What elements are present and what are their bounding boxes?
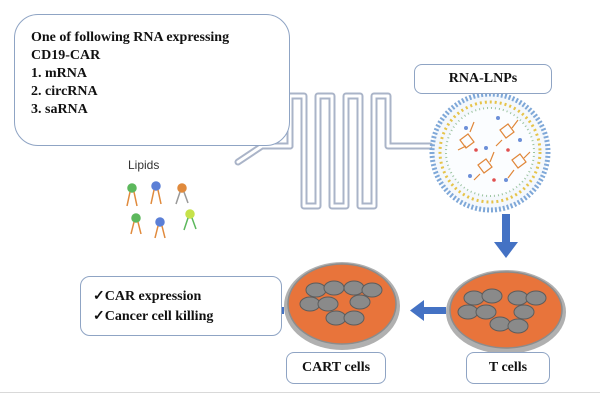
result-line: ✓Cancer cell killing	[93, 309, 214, 324]
arrow-down-icon	[494, 214, 518, 258]
rna-lnps-label: RNA-LNPs	[414, 64, 552, 94]
t-cells-dish-icon	[446, 270, 566, 354]
cart-cells-label: CART cells	[286, 352, 386, 384]
callout-line: 1. mRNA	[31, 66, 87, 81]
callout-line: One of following RNA expressing	[31, 30, 230, 45]
callout-line: 3. saRNA	[31, 102, 88, 117]
rna-lnp-particle-icon	[429, 91, 551, 213]
t-cells-label: T cells	[466, 352, 550, 384]
callout-line: CD19-CAR	[31, 48, 101, 63]
lipids-label: Lipids	[128, 158, 160, 172]
rna-options-callout: One of following RNA expressing CD19-CAR…	[14, 14, 290, 146]
cart-cells-dish-icon	[284, 262, 400, 350]
callout-line: 2. circRNA	[31, 84, 98, 99]
divider	[0, 392, 600, 393]
arrow-left-icon	[410, 300, 446, 321]
results-box: ✓CAR expression ✓Cancer cell killing	[80, 276, 282, 336]
result-line: ✓CAR expression	[93, 289, 202, 304]
lipid-molecules-icon	[126, 181, 197, 239]
